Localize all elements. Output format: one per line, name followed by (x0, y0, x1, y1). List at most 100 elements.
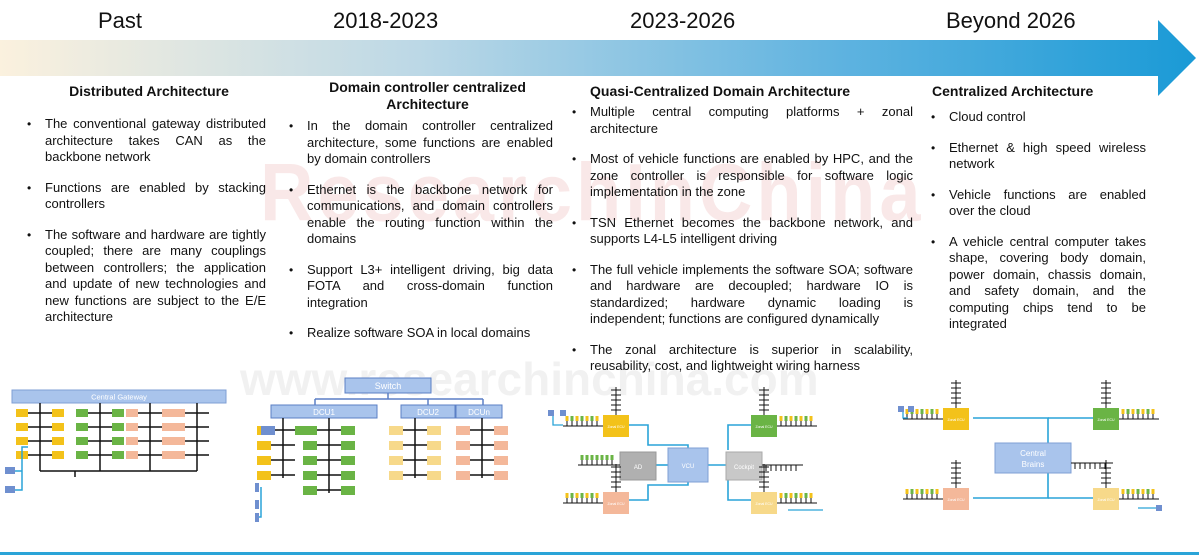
ecu-node (76, 451, 88, 459)
sensor-node (5, 486, 15, 493)
central-gateway-label: Central Gateway (91, 393, 147, 402)
ecu-node (112, 437, 124, 445)
bullet: Vehicle functions are enabled over the c… (929, 187, 1146, 220)
vcu-label: VCU (682, 464, 695, 470)
ecu-node (389, 471, 403, 480)
switch-label: Switch (375, 381, 402, 391)
ecu-node (173, 451, 185, 459)
ecu-node (295, 426, 309, 435)
bullet: The software and hardware are tightly co… (25, 227, 266, 326)
bullet: Realize software SOA in local domains (287, 325, 553, 342)
ecu-node (456, 471, 470, 480)
ecu-node (16, 423, 28, 431)
zonal-ecu: Zonal ECU (751, 464, 817, 514)
zonal-ecu: Zonal ECU (751, 387, 817, 437)
ecu-node (494, 456, 508, 465)
ecu-node (112, 423, 124, 431)
cockpit-box (725, 451, 763, 481)
ecu-node (303, 456, 317, 465)
ecu-node (341, 486, 355, 495)
bullet: Ethernet is the backbone network for com… (287, 182, 553, 248)
ecu-node (389, 456, 403, 465)
bullet: The conventional gateway distributed arc… (25, 116, 266, 166)
ecu-node (162, 409, 174, 417)
ecu-node (494, 426, 508, 435)
ecu-node (52, 437, 64, 445)
ecu-node (162, 451, 174, 459)
ad-label: AD (634, 465, 643, 471)
bottom-rule (0, 552, 1199, 555)
zonal-ecu: Zonal ECU (563, 387, 629, 437)
svg-text:Zonal ECU: Zonal ECU (755, 502, 773, 506)
ecu-node (389, 426, 403, 435)
zonal-ecu: Zonal ECU (903, 460, 969, 510)
svg-text:Zonal ECU: Zonal ECU (947, 498, 965, 502)
ecu-node (303, 426, 317, 435)
ecu-node (257, 456, 271, 465)
bullet: A vehicle central computer takes shape, … (929, 234, 1146, 333)
column-bullets-distributed: The conventional gateway distributed arc… (25, 116, 266, 340)
column-title-centralized: Centralized Architecture (932, 83, 1094, 99)
cockpit-label: Cockpit (734, 465, 754, 471)
zonal-ecu: Zonal ECU (1093, 380, 1159, 430)
bullet: Support L3+ intelligent driving, big dat… (287, 262, 553, 312)
dcu2-label: DCU2 (417, 408, 439, 417)
column-bullets-centralized: Cloud control Ethernet & high speed wire… (929, 109, 1146, 347)
central-brains-box (994, 442, 1072, 474)
ecu-node (261, 426, 275, 435)
ecu-node (456, 456, 470, 465)
ecu-node (76, 409, 88, 417)
ecu-node (76, 437, 88, 445)
ecu-node (456, 426, 470, 435)
ad-box (619, 451, 657, 481)
ecu-node (162, 437, 174, 445)
ecu-node (52, 409, 64, 417)
ecu-node (126, 423, 138, 431)
ecu-node (427, 456, 441, 465)
dcun-box (455, 404, 503, 419)
ecu-node (341, 441, 355, 450)
ecu-node (303, 471, 317, 480)
ecu-node (427, 471, 441, 480)
ecu-node (126, 409, 138, 417)
ecu-node (494, 471, 508, 480)
ecu-node (16, 437, 28, 445)
ecu-node (427, 441, 441, 450)
ecu-node (427, 426, 441, 435)
ecu-node (257, 441, 271, 450)
column-bullets-domain: In the domain controller centralized arc… (287, 118, 553, 356)
ecu-node (126, 451, 138, 459)
ecu-node (16, 409, 28, 417)
ecu-node (303, 441, 317, 450)
ecu-node (112, 409, 124, 417)
dcun-label: DCUn (468, 408, 490, 417)
column-title-domain: Domain controller centralized Architectu… (329, 79, 526, 112)
svg-text:Zonal ECU: Zonal ECU (1097, 498, 1115, 502)
ecu-node (341, 471, 355, 480)
zonal-ecu: Zonal ECU (1093, 460, 1159, 510)
bullet: In the domain controller centralized arc… (287, 118, 553, 168)
era-2023-2026: 2023-2026 (630, 8, 736, 33)
ecu-node (456, 441, 470, 450)
svg-text:Zonal ECU: Zonal ECU (607, 425, 625, 429)
column-bullets-quasi: Multiple central computing platforms + z… (570, 104, 913, 389)
dcu2-box (400, 404, 456, 419)
ecu-node (494, 441, 508, 450)
zonal-ecu: Zonal ECU (563, 464, 629, 514)
era-beyond-2026: Beyond 2026 (946, 8, 1076, 33)
central-gateway-box (11, 389, 227, 404)
bullet: Ethernet & high speed wireless network (929, 140, 1146, 173)
ecu-node (173, 409, 185, 417)
bullet: TSN Ethernet becomes the backbone networ… (570, 215, 913, 248)
bullet: Multiple central computing platforms + z… (570, 104, 913, 137)
ecu-node (126, 437, 138, 445)
ecu-node (112, 451, 124, 459)
ecu-node (76, 423, 88, 431)
era-2018-2023: 2018-2023 (333, 8, 439, 33)
svg-text:Zonal ECU: Zonal ECU (947, 418, 965, 422)
svg-text:Zonal ECU: Zonal ECU (1097, 418, 1115, 422)
sensor-node (5, 467, 15, 474)
vcu-box (667, 447, 709, 483)
ecu-node (162, 423, 174, 431)
